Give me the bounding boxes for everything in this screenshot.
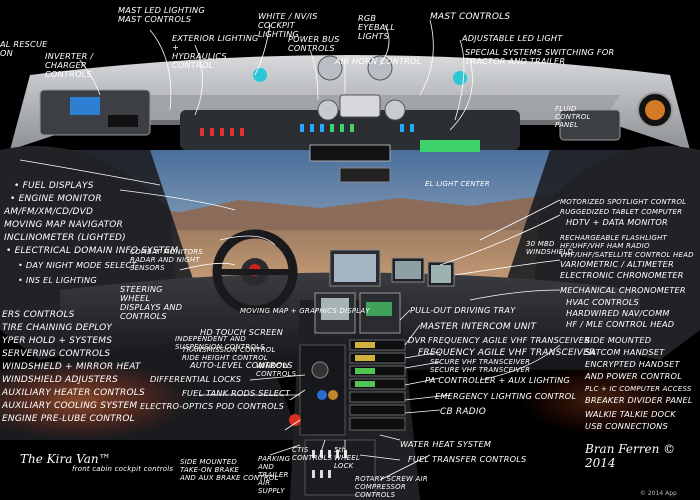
annotation-vhf-1: FREQUENCY AGILE VHF TRANSCEIVER: [428, 335, 590, 345]
annotation-water-heat: WATER HEAT SYSTEM: [400, 439, 492, 449]
annotation-auto-level: AUTO-LEVEL CONTROLS: [190, 360, 293, 370]
annotation-hf-mle: HF / MLE CONTROL HEAD: [566, 319, 675, 329]
annotation-el-light: EL LIGHT CENTER: [425, 180, 490, 188]
annotation-pull-out: PULL-OUT DRIVING TRAY: [410, 305, 516, 315]
annotation-motorized-spot: MOTORIZED SPOTLIGHT CONTROL: [560, 198, 687, 206]
annotation-inclinometer: INCLINOMETER (LIGHTED): [4, 233, 126, 243]
annotation-aux-cooling: AUXILIARY COOLING SYSTEM: [2, 401, 138, 411]
cyan-light: [453, 71, 467, 85]
annotation-ins-lighting: • INS EL LIGHTING: [18, 275, 97, 285]
annotation-transmission: TRANSMISSION CONTROL: [182, 346, 276, 354]
annotation-fuel-transfer: FUEL TRANSFER CONTROLS: [408, 454, 527, 464]
annotation-plc: PLC + IC COMPUTER ACCESS: [585, 385, 692, 393]
annotation-servering: SERVERING CONTROLS: [2, 349, 111, 359]
annotation-windshield-heat: WINDSHIELD + MIRROR HEAT: [2, 362, 141, 372]
annotation-tire-chaining: TIRE CHAINING DEPLOY: [2, 323, 113, 333]
annotation-hardwired-nav: HARDWIRED NAV/COMM: [566, 308, 670, 318]
screen: [334, 254, 376, 282]
annotation-windshield-adjust: WINDSHIELD ADJUSTERS: [2, 375, 119, 385]
annotation-secure-1: SECURE VHF TRANSCEIVER: [430, 358, 531, 366]
annotation-ham-radio: HF/UHF/VHF HAM RADIO: [560, 242, 650, 250]
annotation-electro-optics: ELECTRO-OPTICS POD CONTROLS: [140, 401, 285, 411]
annotation-master-intercom: MASTER INTERCOM UNIT: [420, 322, 537, 332]
annotation-power-control: AND POWER CONTROL: [585, 371, 682, 381]
annotation-encrypted: ENCRYPTED HANDSET: [585, 359, 680, 369]
annotation-adjustable-led: ADJUSTABLE LED LIGHT: [462, 33, 563, 43]
annotation-dvr: DVR: [408, 335, 427, 345]
title: The Kira Van™: [20, 452, 111, 466]
credit: © 2014 App: [640, 490, 677, 497]
annotation-rugged-tablet: RUGGEDIZED TABLET COMPUTER: [560, 208, 683, 216]
annotation-fuel-tank: FUEL TANK RODS SELECT: [182, 388, 291, 398]
annotation-side-mounted: SIDE MOUNTED: [585, 335, 652, 345]
mountains: [60, 196, 640, 235]
annotation-pa: PA CONTROLLER + AUX LIGHTING: [425, 375, 570, 385]
annotation-mast-controls: MAST CONTROLS: [430, 12, 511, 22]
annotation-electrical-info: • ELECTRICAL DOMAIN INFO SYSTEM: [6, 246, 179, 256]
annotation-ers: ERS CONTROLS: [2, 310, 75, 320]
annotation-engine-monitor: • ENGINE MONITOR: [10, 194, 102, 204]
annotation-breaker: BREAKER DIVIDER PANEL: [585, 395, 693, 405]
annotation-moving-map-display: MOVING MAP + GRAPHICS DISPLAY: [240, 307, 370, 315]
annotation-hdtv: HDTV + DATA MONITOR: [566, 217, 668, 227]
annotation-radio: AM/FM/XM/CD/DVD: [4, 207, 94, 217]
annotation-variometric: VARIOMETRIC / ALTIMETER: [560, 259, 674, 269]
subtitle: front cabin cockpit controls: [72, 465, 174, 473]
annotation-satcom: SATCOM HANDSET: [585, 347, 665, 357]
annotation-hvac: HVAC CONTROLS: [566, 297, 639, 307]
annotation-mechanical-chrono: MECHANICAL CHRONOMETER: [560, 285, 686, 295]
center-console: [289, 292, 420, 500]
annotation-air-horn: AIR HORN CONTROL: [335, 56, 422, 66]
annotation-ride-height: RIDE HEIGHT CONTROL: [182, 354, 268, 362]
leader-lines: [19, 19, 561, 481]
steering-wheel[interactable]: [212, 229, 298, 315]
annotation-differential: DIFFERENTIAL LOCKS: [150, 374, 242, 384]
screen: [70, 97, 100, 115]
annotation-moving-map: MOVING MAP NAVIGATOR: [4, 220, 124, 230]
annotation-secure-2: SECURE VHF TRANSCEIVER: [430, 366, 531, 374]
annotation-exterior-lighting: EXTERIOR LIGHTING +HYDRAULICS CONTROL: [172, 33, 259, 70]
author-signature: Bran Ferren © 2014: [585, 442, 676, 470]
annotation-engine-prelube: ENGINE PRE-LUBE CONTROL: [2, 414, 135, 424]
annotation-aux-heater: AUXILIARY HEATER CONTROLS: [2, 388, 145, 398]
annotation-day-night: • DAY NIGHT MODE SELECT: [18, 260, 137, 270]
annotation-fuel-displays: • FUEL DISPLAYS: [14, 181, 94, 191]
annotation-vhf-2: FREQUENCY AGILE VHF TRANSCEIVER: [418, 348, 596, 358]
annotation-usb: USB CONNECTIONS: [585, 421, 668, 431]
annotation-vhf-control: VHF/UHF/SATELLITE CONTROL HEAD: [560, 251, 694, 259]
annotation-hd-touch: HD TOUCH SCREEN: [200, 327, 284, 337]
emergency-button: [289, 414, 301, 426]
annotation-electronic-chrono: ELECTRONIC CHRONOMETER: [560, 270, 684, 280]
annotation-walkie: WALKIE TALKIE DOCK: [585, 409, 676, 419]
annotation-emergency: EMERGENCY LIGHTING CONTROL: [435, 391, 577, 401]
annotation-cb: CB RADIO: [440, 407, 486, 417]
annotation-flashlight: RECHARGEABLE FLASHLIGHT: [560, 234, 668, 242]
annotation-yper-hold: YPER HOLD + SYSTEMS: [2, 336, 113, 346]
